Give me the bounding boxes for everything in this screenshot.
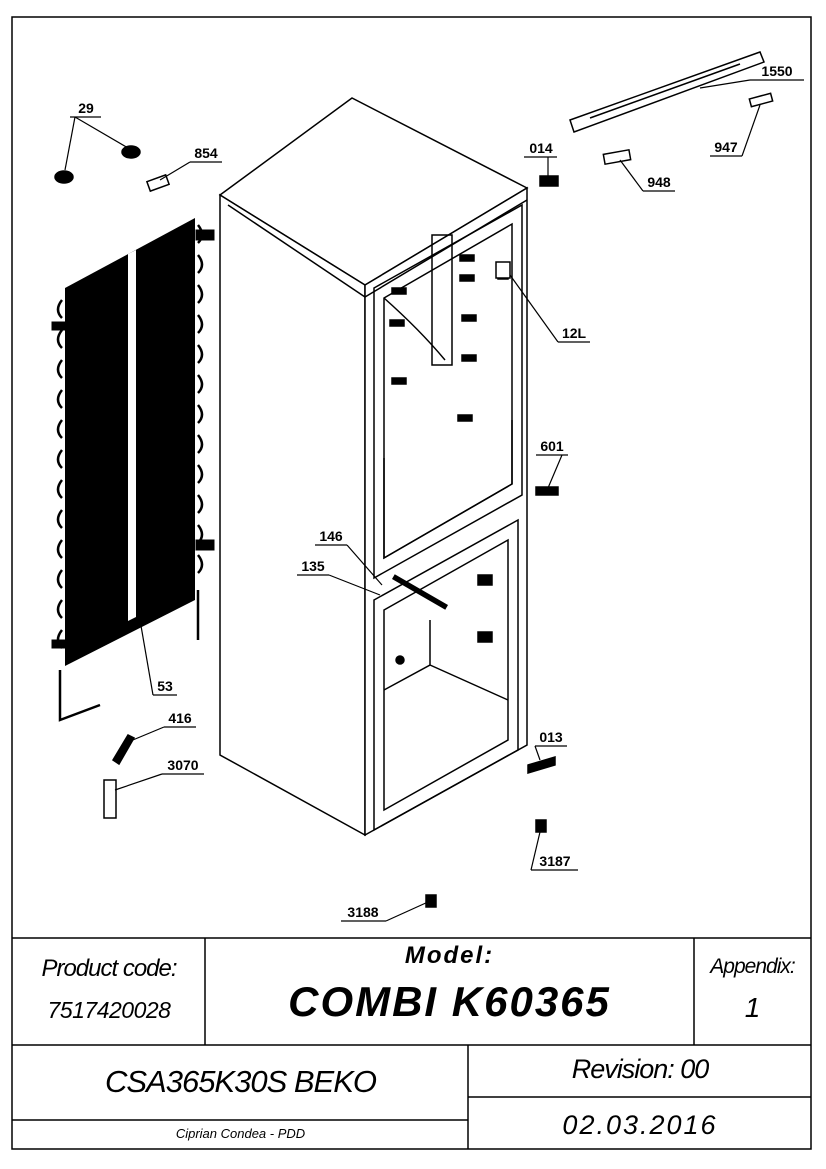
part-label-1550: 1550 bbox=[761, 63, 792, 79]
part-label-3070: 3070 bbox=[167, 757, 198, 773]
leader-lines bbox=[64, 79, 804, 922]
appendix-label: Appendix: bbox=[710, 955, 795, 978]
appendix-value: 1 bbox=[744, 992, 761, 1023]
fridge-compartment bbox=[373, 518, 519, 832]
model-label: Model: bbox=[404, 942, 495, 969]
part-label-29: 29 bbox=[78, 100, 94, 116]
part-label-947: 947 bbox=[714, 139, 738, 155]
title-block-grid bbox=[12, 937, 811, 1149]
part-label-601: 601 bbox=[540, 438, 564, 454]
revision: Revision: 00 bbox=[571, 1054, 710, 1084]
part-label-53: 53 bbox=[157, 678, 173, 694]
part-label-135: 135 bbox=[301, 558, 325, 574]
part-label-014: 014 bbox=[529, 140, 553, 156]
date: 02.03.2016 bbox=[562, 1110, 718, 1140]
condenser-part bbox=[51, 218, 215, 722]
part-label-146: 146 bbox=[319, 528, 343, 544]
small-parts bbox=[54, 51, 774, 908]
part-label-416: 416 bbox=[168, 710, 192, 726]
part-label-3188: 3188 bbox=[347, 904, 378, 920]
cabinet-body bbox=[218, 97, 529, 837]
part-label-013: 013 bbox=[539, 729, 563, 745]
part-labels: 29 854 014 1550 947 948 12L 601 146 135 … bbox=[78, 63, 793, 920]
part-label-854: 854 bbox=[194, 145, 218, 161]
author: Ciprian Condea - PDD bbox=[175, 1126, 306, 1141]
part-label-3187: 3187 bbox=[539, 853, 570, 869]
product-code-value: 7517420028 bbox=[47, 997, 171, 1023]
product-code-label: Product code: bbox=[41, 955, 177, 982]
drawing-frame bbox=[11, 16, 812, 1150]
part-label-948: 948 bbox=[647, 174, 671, 190]
product-name: CSA365K30S BEKO bbox=[104, 1064, 377, 1099]
model-value: COMBI K60365 bbox=[288, 978, 611, 1025]
part-label-12l: 12L bbox=[562, 325, 587, 341]
